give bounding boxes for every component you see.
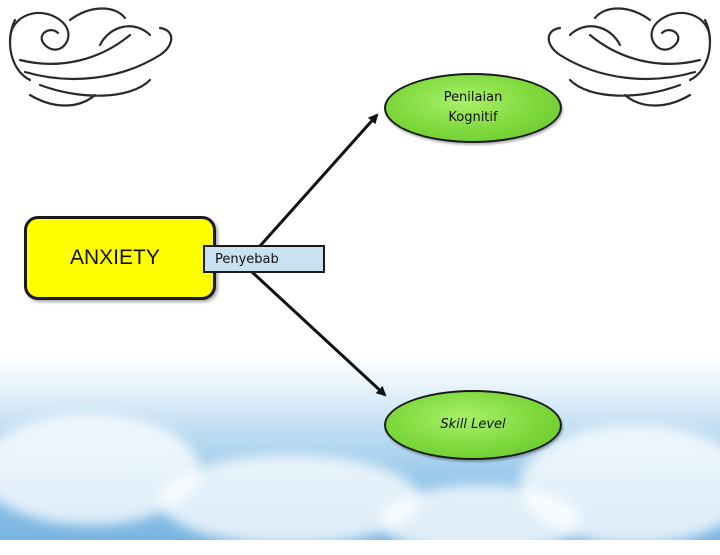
ornaments <box>8 7 712 397</box>
anxiety-box: ANXIETY <box>24 216 216 300</box>
anxiety-label: ANXIETY <box>70 246 160 269</box>
swirl-ornament-right <box>547 7 712 107</box>
penilaian-kognitif-line2: Kognitif <box>448 110 498 125</box>
swirl-ornament-left <box>8 7 173 107</box>
penyebab-box: Penyebab <box>203 245 325 273</box>
penilaian-kognitif-node: Penilaian Kognitif <box>384 73 562 143</box>
slide: ANXIETY Penyebab Penilaian Kognitif Skil… <box>0 7 720 540</box>
penyebab-label: Penyebab <box>215 251 279 267</box>
arrow-to-skill <box>250 270 387 397</box>
arrow-to-kognitif <box>250 113 379 256</box>
cloud <box>160 455 420 545</box>
skill-level-node: Skill Level <box>384 390 562 460</box>
penilaian-kognitif-line1: Penilaian <box>443 90 503 105</box>
skill-level-label: Skill Level <box>440 417 506 432</box>
